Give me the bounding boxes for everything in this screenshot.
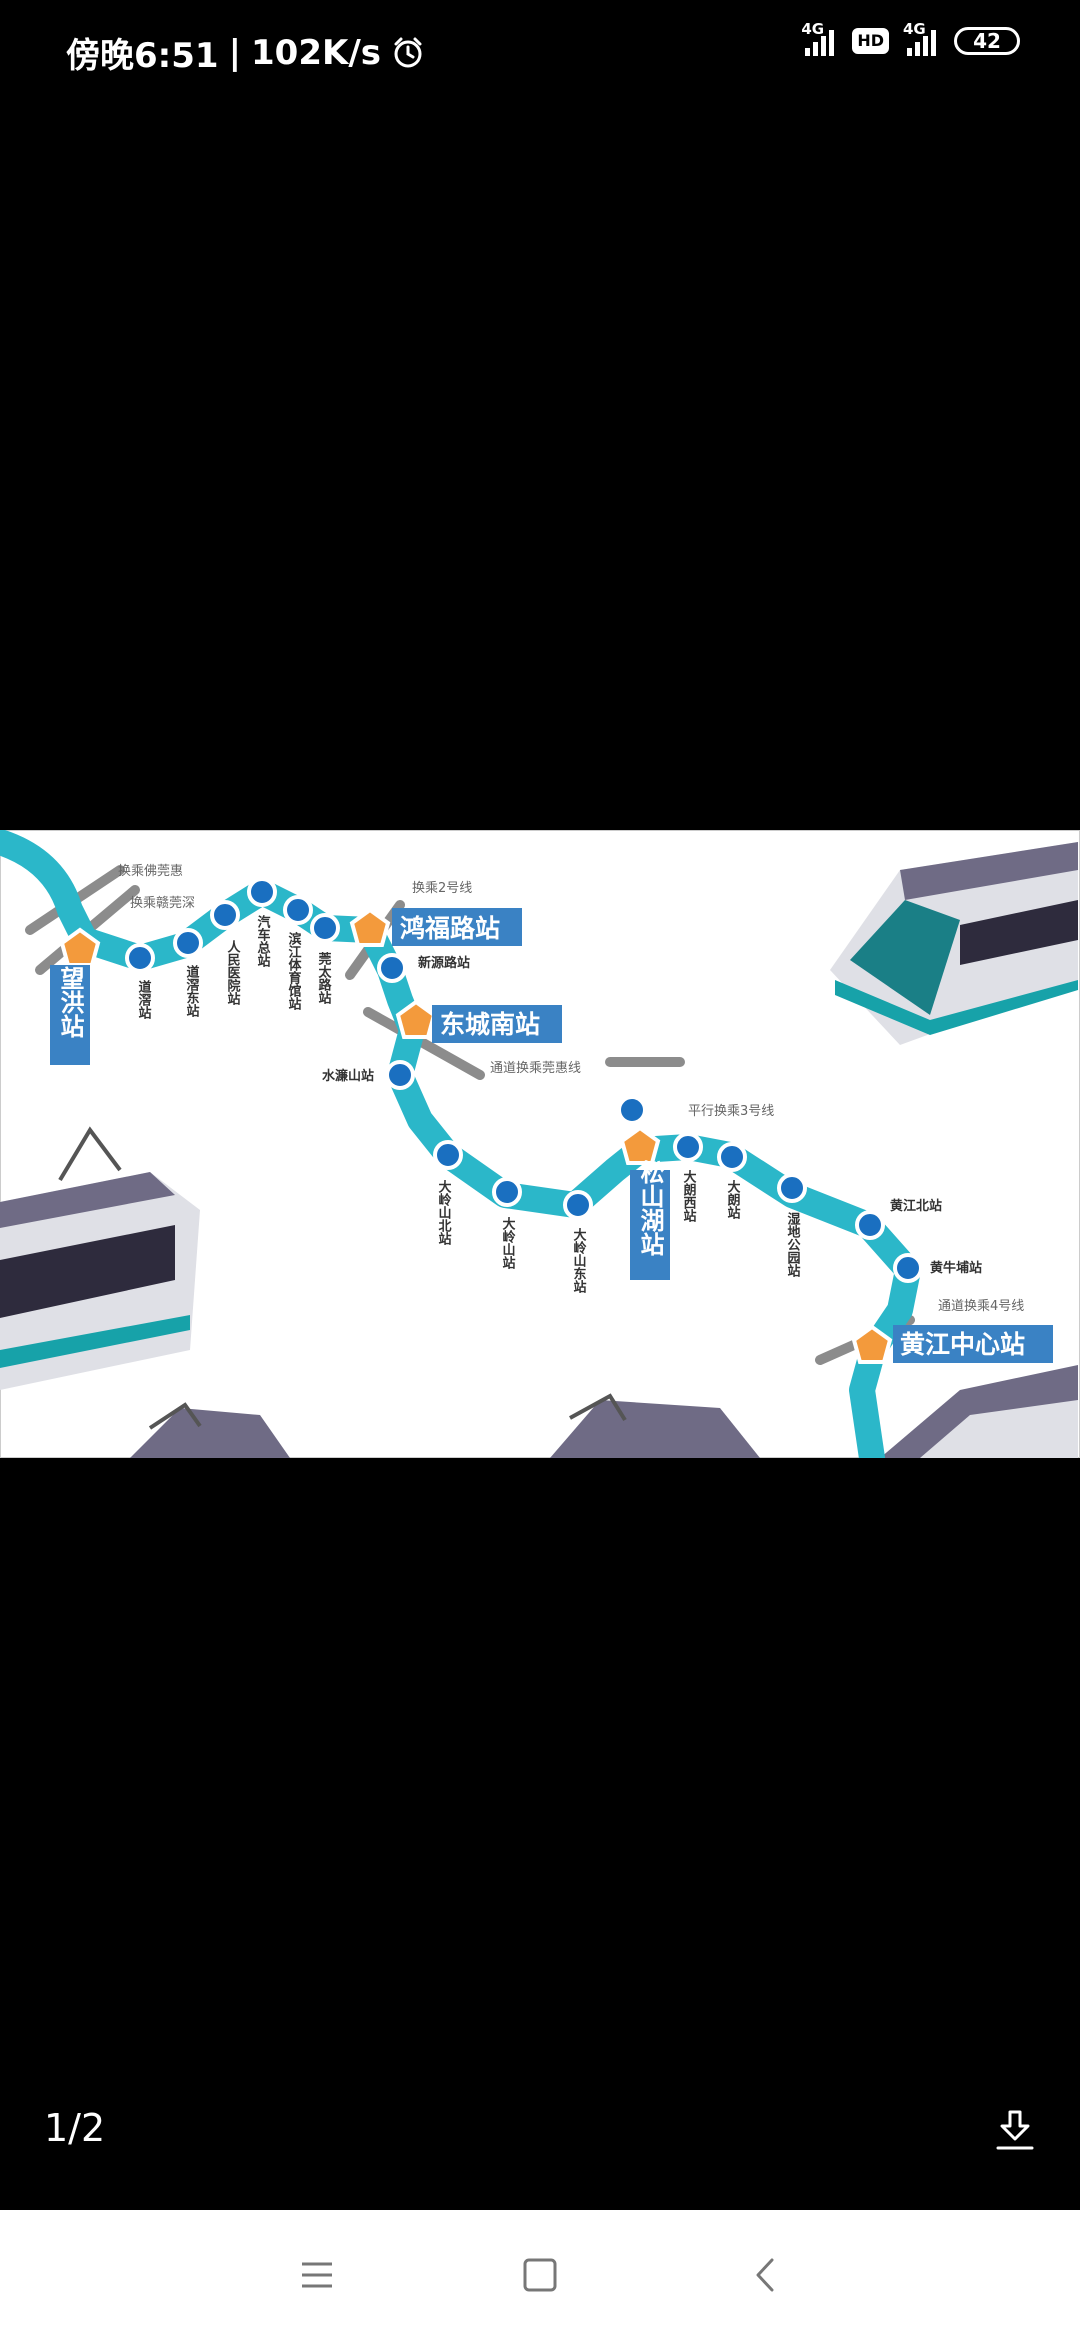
image-viewer[interactable]: 望洪站 鸿福路站 东城南站 松山湖站 黄江中心站 换乘佛莞惠 换乘赣莞深 换乘2… [0,830,1080,1458]
navigation-bar [0,2210,1080,2340]
tram-illustration-left [0,1126,200,1390]
station-name-wanghong: 望洪站 [56,965,84,1038]
tram-illustration-bottom-center [550,1393,760,1458]
station-name-huangjiangzhongxin: 黄江中心站 [900,1330,1025,1359]
status-separator: | [228,32,241,73]
menu-button[interactable] [292,2250,342,2300]
station-name-14: 湿地公园站 [785,1212,801,1278]
status-right: 4G HD 4G 42 [801,20,1020,56]
sim2-type: 4G [903,20,926,38]
tram-illustration-bottom-left [130,1402,290,1458]
battery-indicator: 42 [954,27,1020,55]
signal-sim2-icon: 4G [903,20,936,56]
station-name-3: 人民医院站 [225,939,241,1006]
transfer-note-4: 通道换乘莞惠线 [490,1061,581,1076]
station-name-4: 汽车总站 [255,914,271,968]
download-icon [996,2110,1034,2150]
station-name-12: 大朗西站 [681,1169,697,1223]
station-name-hongfulu: 鸿福路站 [400,914,500,943]
station-label-dongchengnan: 东城南站 [432,1005,562,1043]
status-bar: 傍晚6:51 | 102K/s 4G HD 4G 42 [0,0,1080,100]
transfer-note-2: 换乘赣莞深 [130,896,195,911]
download-button[interactable] [992,2108,1038,2154]
station-name-6: 莞太路站 [316,951,333,1005]
station-name-11: 大岭山东站 [571,1227,587,1294]
station-dots [125,877,923,1283]
station-name-15: 黄江北站 [890,1198,942,1214]
transfer-note-1: 换乘佛莞惠 [118,864,183,879]
signal-sim1-icon: 4G [801,20,835,56]
station-name-dongchengnan: 东城南站 [440,1010,540,1039]
status-time: 傍晚6:51 [66,36,219,76]
station-label-hongfulu: 鸿福路站 [392,908,522,946]
hd-badge: HD [852,28,889,54]
station-names: 道滘站 道滘东站 人民医院站 汽车总站 滨江体育馆站 莞太路站 新源路站 水濂山… [136,914,983,1294]
transfer-note-6: 通道换乘4号线 [938,1299,1024,1314]
tram-illustration-bottom-right [880,1365,1078,1458]
station-label-huangjiangzhongxin: 黄江中心站 [893,1325,1053,1363]
station-label-songshanhu: 松山湖站 [630,1160,670,1280]
page-counter: 1/2 [44,2106,106,2150]
metro-map: 望洪站 鸿福路站 东城南站 松山湖站 黄江中心站 换乘佛莞惠 换乘赣莞深 换乘2… [0,830,1080,1458]
back-button[interactable] [742,2250,792,2300]
station-name-2: 道滘东站 [184,964,200,1018]
tram-illustration-top-right [830,842,1078,1045]
station-name-1: 道滘站 [136,979,152,1020]
battery-level: 42 [973,29,1001,53]
station-name-10: 大岭山站 [500,1216,516,1270]
network-speed: 102K/s [251,32,381,73]
transfer-note-3: 换乘2号线 [412,881,472,896]
station-label-wanghong: 望洪站 [50,965,90,1065]
station-name-13: 大朗站 [725,1179,741,1220]
transfer-notes: 换乘佛莞惠 换乘赣莞深 换乘2号线 通道换乘莞惠线 平行换乘3号线 通道换乘4号… [118,864,1024,1314]
status-left: 傍晚6:51 | 102K/s [66,28,425,77]
station-name-8: 水濂山站 [322,1068,374,1084]
station-name-songshanhu: 松山湖站 [636,1160,664,1256]
station-name-7: 新源路站 [418,955,470,971]
station-name-16: 黄牛埔站 [930,1260,982,1276]
station-name-9: 大岭山北站 [436,1179,452,1246]
transfer-note-5: 平行换乘3号线 [688,1104,774,1119]
home-icon [523,2258,557,2292]
home-button[interactable] [515,2250,565,2300]
back-icon [756,2258,774,2292]
menu-icon [302,2262,332,2288]
sim1-type: 4G [801,20,825,38]
station-name-5: 滨江体育馆站 [286,931,302,1011]
alarm-clock-icon [394,37,422,67]
